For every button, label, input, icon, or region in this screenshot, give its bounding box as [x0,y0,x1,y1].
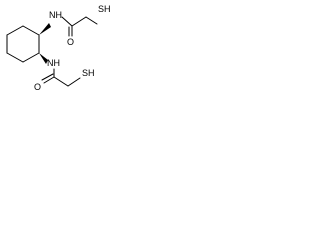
ring-bond [6,52,24,63]
ring-bond [22,52,40,63]
o-label-top: O [67,37,74,47]
nh-label-bottom: NH [47,58,60,68]
sh-label-bottom: SH [82,68,95,78]
bond-ch2-sh-top [85,16,98,25]
nh-label-top: NH [49,10,62,20]
molecule-diagram: NH O SH NH O SH [0,0,119,95]
o-label-bottom: O [34,82,41,92]
bond-ch2-sh-bottom [67,77,81,87]
ring-bond [6,25,24,36]
wedge-bond-top [39,23,51,35]
bond-nh-carbonyl-top [61,16,73,27]
sh-label-top: SH [98,4,111,14]
carbonyl-bond-bottom-2 [41,73,54,81]
carbonyl-bond-bottom-1 [43,76,55,84]
bond-carbonyl-ch2-bottom [53,76,69,87]
wedge-bond-bottom [39,53,48,64]
structure-drawing: NH O SH NH O SH [6,4,111,92]
ring-bond [22,25,40,36]
cyclohexane-ring [6,25,40,63]
bond-carbonyl-ch2-top [71,16,87,27]
